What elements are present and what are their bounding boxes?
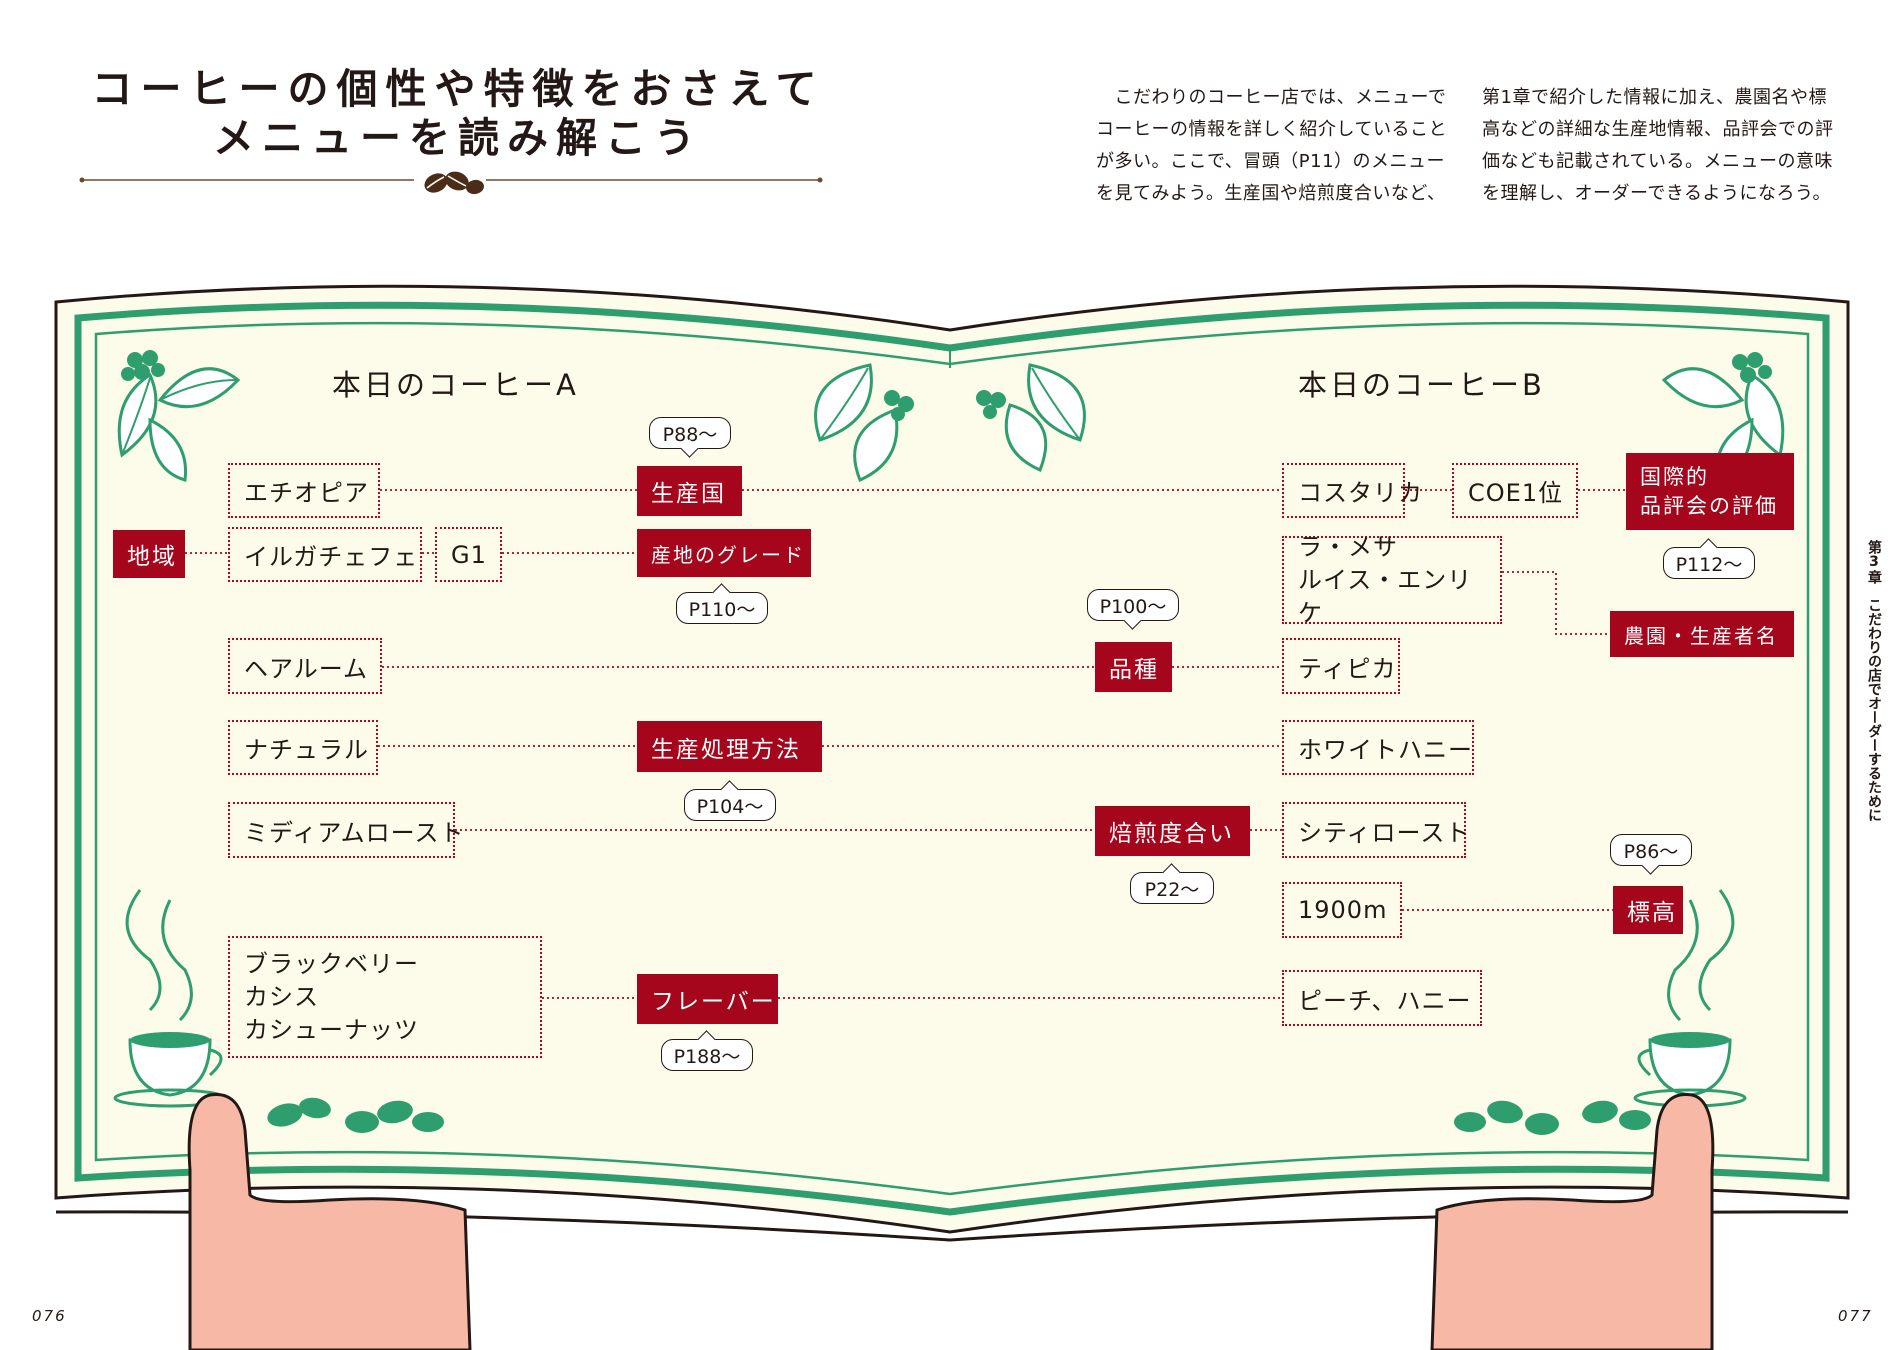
value-grade-g1: G1 [435,527,502,582]
left-hand-illustration [187,1092,472,1350]
value-heirloom: ヘアルーム [228,638,382,694]
page-ref-flavor: P188〜 [661,1030,753,1071]
value-text: ティピカ [1298,654,1397,683]
page-ref-text: P104〜 [696,795,764,818]
category-variety: 品種 [1095,642,1172,692]
category-grade: 産地のグレード [637,529,811,577]
coffee-beans-icon [424,171,484,195]
category-text: フレーバー [651,989,776,1015]
intro-text-col1: こだわりのコーヒー店では、メニューでコーヒーの情報を詳しく紹介していることが多い… [1096,87,1447,204]
value-text: カシス [244,982,319,1011]
value-text: ルイス・エンリケ [1298,565,1473,627]
chapter-side-tab: 第3章 こだわりの店でオーダーするために [1866,540,1882,822]
title-divider [79,171,823,195]
value-altitude: 1900m [1282,882,1402,938]
page-ref-text: P88〜 [662,423,718,446]
value-text: ピーチ、ハニー [1298,986,1472,1015]
value-white-honey: ホワイトハニー [1282,720,1474,775]
page-title-line1: コーヒーの個性や特徴をおさえて [91,65,825,113]
page-ref-elevation: P86〜 [1610,834,1692,875]
category-text: 標高 [1627,900,1677,926]
value-city-roast: シティロースト [1282,802,1469,858]
value-flavor-a: ブラックベリー カシス カシューナッツ [228,936,542,1058]
page-number-right: 077 [1838,1307,1873,1325]
page-ref-country: P88〜 [649,417,731,458]
category-country: 生産国 [637,466,742,516]
value-ethiopia: エチオピア [228,463,380,518]
value-text: COE1位 [1468,479,1564,507]
value-farm: ラ・メサ ルイス・エンリケ [1282,533,1502,627]
value-text: ラ・メサ [1298,532,1398,561]
category-text: 品種 [1109,657,1159,683]
value-text: 1900m [1298,896,1388,924]
value-text: カシューナッツ [244,1015,419,1044]
value-text: ブラックベリー [244,949,419,978]
value-text: ミディアムロースト [244,818,465,847]
category-text: 地域 [127,544,177,570]
value-text: エチオピア [244,479,369,507]
page-ref-process: P104〜 [684,780,776,821]
page-ref-roast: P22〜 [1130,863,1214,904]
category-process: 生産処理方法 [637,721,822,772]
page-title-line2: メニューを読み解こう [213,114,703,162]
connector-lines [185,489,1626,999]
category-text: 品評会の評価 [1640,493,1778,518]
category-elevation: 標高 [1613,886,1683,934]
value-typica: ティピカ [1282,638,1400,694]
category-region: 地域 [113,530,185,578]
intro-text-col2: 第1章で紹介した情報に加え、農園名や標高などの詳細な生産地情報、品評会での評価な… [1482,87,1834,204]
category-competition: 国際的 品評会の評価 [1626,453,1794,530]
value-yirgacheffe: イルガチェフェ [228,527,422,582]
menu-a-heading: 本日のコーヒーA [332,368,579,402]
coffee-beans-icon [267,1097,1651,1135]
page-ref-variety: P100〜 [1087,589,1179,630]
category-text: 産地のグレード [651,542,805,567]
value-text: ヘアルーム [244,654,369,683]
value-medium-roast: ミディアムロースト [228,802,463,858]
right-hand-illustration [1430,1092,1715,1350]
coffee-leaf-icon [814,363,1086,483]
page-ref-text: P100〜 [1099,595,1167,618]
page-ref-text: P110〜 [688,598,756,621]
category-text: 国際的 [1640,464,1709,489]
category-farm: 農園・生産者名 [1610,611,1794,657]
value-flavor-b: ピーチ、ハニー [1282,970,1482,1026]
value-coe: COE1位 [1452,463,1578,518]
category-roast: 焙煎度合い [1095,806,1250,856]
category-text: 農園・生産者名 [1624,623,1778,648]
value-costa-rica: コスタリカ [1282,463,1422,518]
menu-b-heading: 本日のコーヒーB [1298,368,1545,402]
value-text: コスタリカ [1298,479,1423,507]
page-ref-text: P22〜 [1144,878,1200,901]
page-ref-competition: P112〜 [1663,538,1755,579]
value-text: ナチュラル [244,736,369,764]
coffee-leaf-icon [117,350,241,482]
category-text: 生産国 [651,481,726,507]
coffee-cup-icon [1633,889,1747,1108]
value-natural: ナチュラル [228,720,378,775]
page-number-left: 076 [32,1307,67,1325]
value-text: イルガチェフェ [244,543,419,571]
page-ref-text: P112〜 [1675,553,1743,576]
value-text: ホワイトハニー [1298,736,1473,764]
category-text: 生産処理方法 [651,736,801,763]
coffee-cup-icon [113,889,227,1108]
coffee-leaf-icon [1661,352,1785,482]
page-ref-grade: P110〜 [676,583,768,624]
value-text: シティロースト [1298,818,1471,847]
value-text: G1 [451,540,487,569]
category-flavor: フレーバー [637,974,778,1024]
page-ref-text: P188〜 [673,1045,741,1068]
page-ref-text: P86〜 [1623,840,1679,863]
category-text: 焙煎度合い [1109,821,1234,847]
